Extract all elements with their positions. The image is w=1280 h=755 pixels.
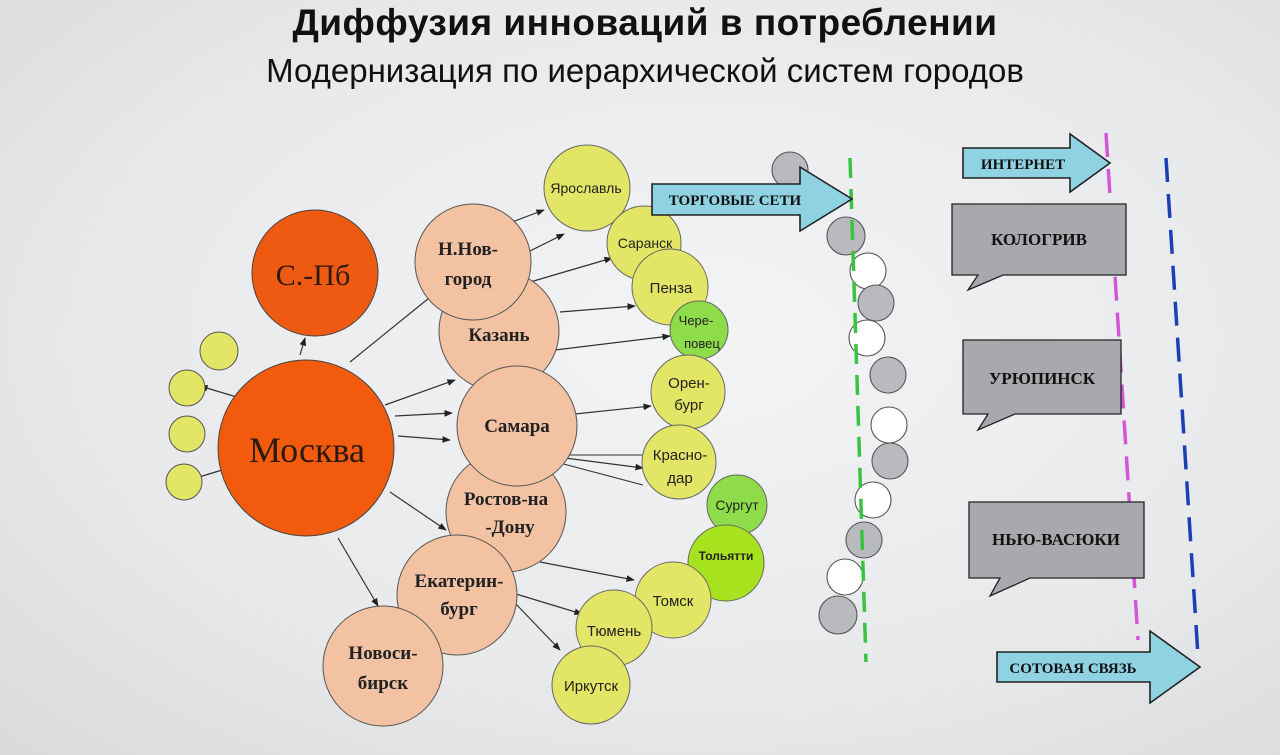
arrow-moscow-nnov (349, 293, 435, 363)
white-dot (848, 319, 886, 357)
label-tyumen: Тюмень (587, 623, 642, 640)
arrow-kazan-saransk (519, 256, 613, 286)
arrow-moscow-nsk (337, 537, 379, 607)
small-city-circle (168, 415, 206, 453)
green-dashed-line (848, 157, 868, 663)
label-saransk: Саранск (618, 235, 673, 251)
arrow-kazan-penza (559, 303, 636, 313)
label-rostov-1: Ростов-на (464, 489, 549, 510)
connector-arrows (182, 209, 671, 651)
label-samara: Самара (484, 416, 550, 437)
arrow-ekb-tomsk (539, 561, 635, 582)
arrow-moscow-samara2 (397, 435, 451, 443)
shape-labels: ТОРГОВЫЕ СЕТИ ИНТЕРНЕТ СОТОВАЯ СВЯЗЬ КОЛ… (669, 157, 1137, 677)
label-trade-networks: ТОРГОВЫЕ СЕТИ (669, 193, 802, 209)
label-nyu-vasyuki: НЬЮ-ВАСЮКИ (992, 530, 1120, 549)
callout-nyu-vasyuki (968, 501, 1145, 598)
label-surgut: Сургут (715, 497, 759, 513)
outer-city-nodes (543, 144, 768, 725)
label-cherepovets-1: Чере- (679, 313, 714, 328)
trade-networks-arrow (651, 165, 854, 233)
label-krasnodar-2: дар (667, 470, 692, 487)
arrow-ekb-tyumen (515, 593, 583, 616)
grey-dot (869, 356, 907, 394)
label-kazan: Казань (468, 325, 529, 346)
callout-kologriv (951, 203, 1127, 292)
label-nsk-1: Новоси- (348, 643, 417, 664)
label-orenburg-1: Орен- (668, 375, 710, 392)
white-dot (870, 406, 908, 444)
node-irkutsk (551, 645, 631, 725)
grey-dot (857, 284, 895, 322)
arrow-moscow-spb (299, 337, 307, 356)
arrow-moscow-small1 (199, 384, 241, 399)
label-ekb-2: бург (440, 599, 478, 620)
outer-labels: Ярославль Саранск Пенза Чере- повец Орен… (550, 180, 759, 695)
grey-dot (871, 442, 909, 480)
grey-dot (845, 521, 883, 559)
arrow-samara-orenburg (574, 403, 652, 415)
arrow-ekb-irkutsk (514, 602, 561, 651)
small-city-circles (165, 331, 239, 501)
label-irkutsk: Иркутск (564, 678, 619, 695)
node-yaroslavl (543, 144, 631, 232)
arrow-moscow-rostov (389, 491, 447, 531)
white-dot (854, 481, 892, 519)
node-orenburg (650, 354, 726, 430)
label-nnov-2: город (445, 269, 492, 290)
label-mobile: СОТОВАЯ СВЯЗЬ (1009, 661, 1136, 677)
node-samara (456, 365, 578, 487)
label-moscow: Москва (249, 430, 365, 470)
label-ekb-1: Екатерин- (415, 571, 504, 592)
slide-subtitle: Модернизация по иерархической систем гор… (266, 52, 1024, 89)
diffusion-dots (771, 151, 909, 635)
node-spb (251, 209, 379, 337)
label-nsk-2: бирск (358, 673, 408, 694)
arrow-samara-cherepovets (554, 333, 671, 351)
node-nnov (414, 203, 532, 321)
label-tomsk: Томск (653, 593, 694, 610)
label-nnov-1: Н.Нов- (438, 239, 498, 260)
grey-dot (826, 216, 866, 256)
label-cherepovets-2: повец (684, 336, 720, 351)
node-moscow (217, 359, 395, 537)
arrow-rostov-krasnodar (564, 457, 644, 471)
label-orenburg-2: бург (674, 397, 704, 414)
internet-arrow (962, 132, 1112, 194)
arrow-moscow-kazan (384, 379, 456, 406)
label-uryupinsk: УРЮПИНСК (989, 369, 1096, 388)
small-city-circle (199, 331, 239, 371)
slide-title: Диффузия инноваций в потреблении (292, 2, 998, 43)
blue-dashed-line (1164, 157, 1200, 657)
label-kologriv: КОЛОГРИВ (991, 230, 1087, 249)
label-penza: Пенза (650, 280, 693, 297)
regional-nodes (322, 203, 578, 727)
small-city-circle (168, 369, 206, 407)
label-rostov-2: -Дону (485, 517, 535, 538)
small-city-circle (165, 463, 203, 501)
label-spb: С.-Пб (276, 259, 350, 292)
label-internet: ИНТЕРНЕТ (981, 157, 1065, 173)
arrow-moscow-samara (394, 410, 453, 417)
callout-uryupinsk (962, 339, 1122, 432)
grey-dot (818, 595, 858, 635)
node-krasnodar (641, 424, 717, 500)
node-nsk (322, 605, 444, 727)
label-yaroslavl: Ярославль (550, 180, 621, 196)
mobile-arrow (996, 629, 1202, 705)
label-krasnodar-1: Красно- (653, 447, 708, 464)
white-dot (826, 558, 864, 596)
regional-labels: Н.Нов- город Казань Самара Ростов-на -До… (348, 239, 550, 694)
label-tolyatti: Тольятти (699, 549, 754, 563)
